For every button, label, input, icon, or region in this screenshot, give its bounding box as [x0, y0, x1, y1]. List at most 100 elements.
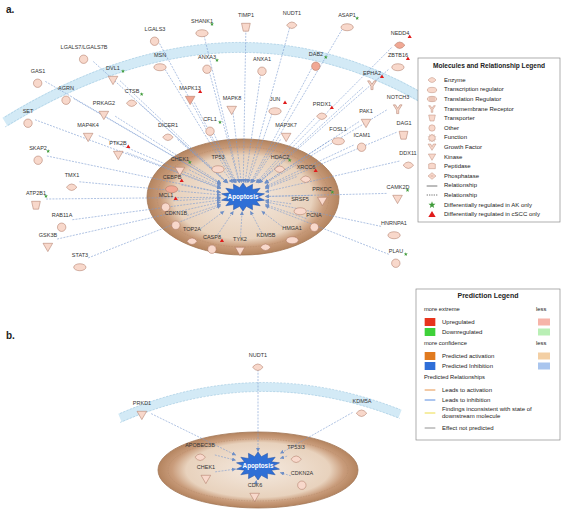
gene-label: GAS1 [31, 69, 46, 75]
shape-glyph [154, 64, 166, 71]
relationship-line [47, 156, 221, 192]
molecule-icon [125, 98, 139, 109]
legend-text: Findings inconsistent with state of down… [442, 406, 554, 419]
other-shape [24, 119, 32, 127]
ak-star [355, 16, 359, 20]
legend-text: Differentially regulated in cSCC only [444, 211, 540, 218]
gene-label: LGALS3 [145, 27, 166, 33]
shape-glyph [44, 194, 48, 198]
molecule-node: EPHA2 [363, 71, 381, 88]
molecule-shape [235, 247, 245, 255]
gene-label: APOBEC3B [185, 443, 215, 449]
ak-star-mark [329, 190, 335, 195]
shape-glyph [428, 134, 436, 142]
molecule-shape [395, 42, 406, 49]
molecule-shape [428, 144, 436, 150]
molecule-icon [285, 20, 299, 31]
cscc-triangle-mark [219, 238, 225, 243]
gene-label: MAP4K4 [77, 123, 99, 129]
relationship-line [251, 30, 342, 184]
function-shape [428, 134, 436, 142]
shape-glyph [406, 56, 410, 59]
legend-heading: more extreme [424, 306, 460, 312]
molecule-icon [259, 242, 273, 253]
molecule-node: CHEK1 [197, 465, 215, 482]
shape-glyph [203, 65, 211, 73]
molecule-node: STAT3 [72, 253, 88, 270]
molecule-icon [359, 118, 373, 129]
molecule-node: APOBEC3B [185, 443, 215, 460]
shape-glyph [291, 456, 302, 463]
molecule-icon [389, 258, 403, 269]
relationship-line [245, 74, 261, 184]
relationship-line [241, 211, 243, 237]
molecule-icon [211, 164, 225, 175]
gene-label: TMX1 [65, 173, 80, 179]
legend-text: Predicted activation [442, 353, 494, 360]
relationship-line [46, 197, 221, 199]
gene-label: MSN [154, 53, 166, 59]
relationship-line [218, 211, 234, 235]
shape-glyph [324, 55, 328, 59]
shape-glyph [283, 100, 287, 103]
molecule-node: PRKAG2 [93, 101, 115, 118]
icon-holder [195, 25, 209, 36]
icon-holder [391, 191, 405, 202]
molecule-node: DAG1 [397, 121, 412, 138]
relationship-line [57, 202, 221, 239]
regulator-shape [427, 97, 436, 102]
shape-glyph [428, 78, 436, 83]
molecule-icon [203, 126, 217, 137]
molecule-icon [77, 54, 91, 65]
legend-text: Relationship [444, 182, 477, 189]
molecule-icon [106, 75, 120, 86]
shape-glyph [388, 232, 400, 239]
molecule-node: GAS1 [31, 69, 46, 86]
line-sample [425, 428, 436, 429]
light-swatch [538, 319, 550, 326]
molecule-node: AGRN [58, 86, 74, 103]
molecule-shape [429, 105, 436, 112]
molecule-node: MAP4K4 [77, 123, 99, 140]
ak-star [429, 201, 436, 208]
molecule-icon [135, 410, 149, 421]
icon-holder [289, 451, 303, 462]
relationship-line [139, 104, 227, 183]
relationship-line [127, 152, 221, 188]
icon-holder [273, 161, 287, 172]
ak-star-mark [139, 92, 145, 97]
legend-sample [424, 114, 440, 122]
legend-sample [424, 76, 440, 84]
other-shape [312, 62, 320, 70]
shape-glyph [253, 364, 264, 371]
relationship-line [264, 141, 329, 183]
shape-glyph [428, 144, 436, 150]
shape-glyph [294, 208, 306, 215]
icon-holder [365, 77, 379, 88]
other-shape [172, 221, 180, 229]
ak-star [121, 69, 125, 73]
shape-glyph [269, 108, 281, 115]
shape-glyph [403, 162, 414, 169]
regulator-shape [212, 166, 224, 173]
gene-label: ANXA1 [253, 57, 271, 63]
molecule-icon [29, 200, 43, 211]
light-swatch [538, 363, 550, 370]
molecule-icon [391, 194, 405, 205]
shape-glyph [395, 42, 406, 49]
shape-glyph [187, 238, 198, 245]
icon-holder [391, 59, 405, 70]
shape-glyph [188, 160, 192, 164]
relationship-line [250, 211, 261, 233]
relationship-line [35, 120, 221, 189]
icon-holder [401, 157, 415, 168]
relationship-line [209, 72, 239, 184]
icon-holder [259, 239, 273, 250]
molecule-node: CHEK1 [171, 157, 189, 174]
icon-holder [73, 259, 87, 270]
cscc-triangle-mark [282, 100, 288, 105]
gene-label: CDK6 [248, 483, 263, 489]
molecule-node: MAPK13 [179, 86, 201, 103]
molecule-shape [317, 197, 327, 205]
legend-text: Transmembrane Receptor [444, 106, 514, 113]
